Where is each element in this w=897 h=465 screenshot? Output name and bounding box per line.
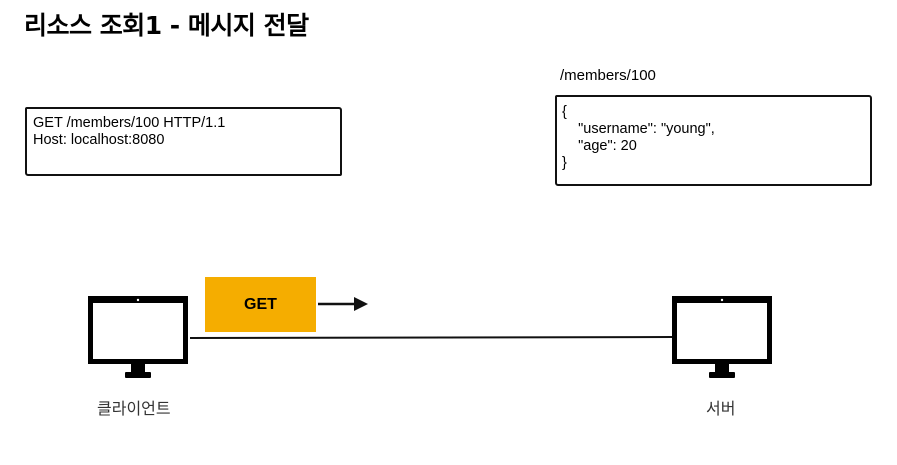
connection-line	[189, 336, 673, 339]
client-label: 클라이언트	[97, 399, 171, 418]
arrow-icon	[318, 297, 368, 311]
request-message-box: GET /members/100 HTTP/1.1 Host: localhos…	[25, 107, 342, 176]
response-body-box: { "username": "young", "age": 20 }	[555, 95, 872, 186]
server-label: 서버	[706, 399, 736, 418]
page-title: 리소스 조회1 - 메시지 전달	[24, 11, 309, 40]
response-url-label: /members/100	[560, 67, 656, 84]
get-method-badge: GET	[205, 277, 316, 332]
get-method-label: GET	[244, 295, 277, 313]
client-monitor-icon	[88, 296, 188, 378]
server-monitor-icon	[672, 296, 772, 378]
